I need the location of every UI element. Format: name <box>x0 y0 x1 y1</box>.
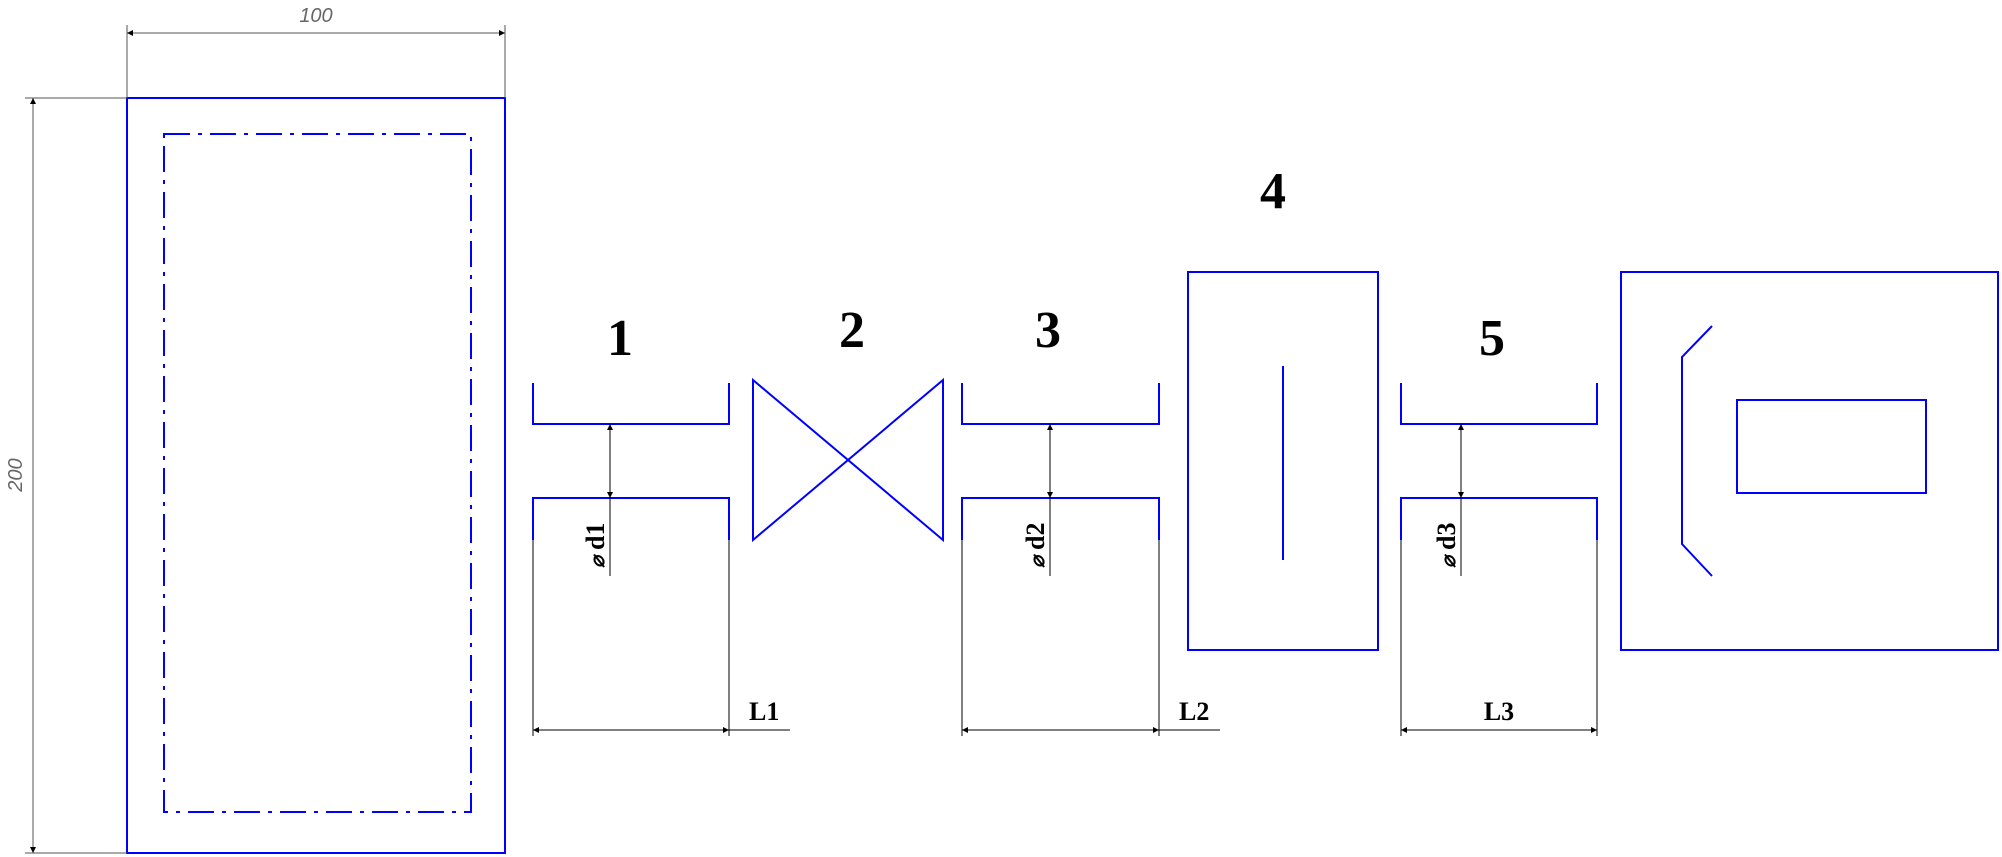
right-component <box>1620 271 1999 651</box>
section-4-box <box>1187 271 1379 651</box>
overall-width-label: 100 <box>299 5 332 27</box>
section-number-5: 5 <box>1479 310 1505 367</box>
section-3-diameter: ⌀ d3 <box>1432 522 1461 568</box>
section-number-2: 2 <box>839 302 865 359</box>
diameter-symbol: ⌀ <box>1027 553 1049 568</box>
outer-frame <box>126 97 506 854</box>
section-number-4: 4 <box>1260 163 1286 220</box>
section-2-valve <box>752 377 944 543</box>
section-3-pipe <box>961 383 1220 736</box>
diameter-label-d1: d1 <box>581 522 610 549</box>
diameter-symbol: ⌀ <box>587 553 609 568</box>
section-5-pipe <box>1400 383 1598 736</box>
overall-height-label: 200 <box>5 458 27 492</box>
section-number-1: 1 <box>607 310 633 367</box>
overall-height-dimension: 200 <box>5 97 127 854</box>
length-label-L3: L3 <box>1484 697 1514 726</box>
length-label-L2: L2 <box>1179 697 1209 726</box>
section-1-pipe <box>532 383 790 736</box>
diameter-label-d2: d2 <box>1021 522 1050 549</box>
section-2-diameter: ⌀ d2 <box>1021 522 1050 568</box>
overall-width-dimension: 100 <box>126 5 506 98</box>
length-label-L1: L1 <box>749 697 779 726</box>
section-number-3: 3 <box>1035 302 1061 359</box>
diameter-label-d3: d3 <box>1432 522 1461 549</box>
section-1-diameter: ⌀ d1 <box>581 522 610 568</box>
diameter-symbol: ⌀ <box>1438 553 1460 568</box>
